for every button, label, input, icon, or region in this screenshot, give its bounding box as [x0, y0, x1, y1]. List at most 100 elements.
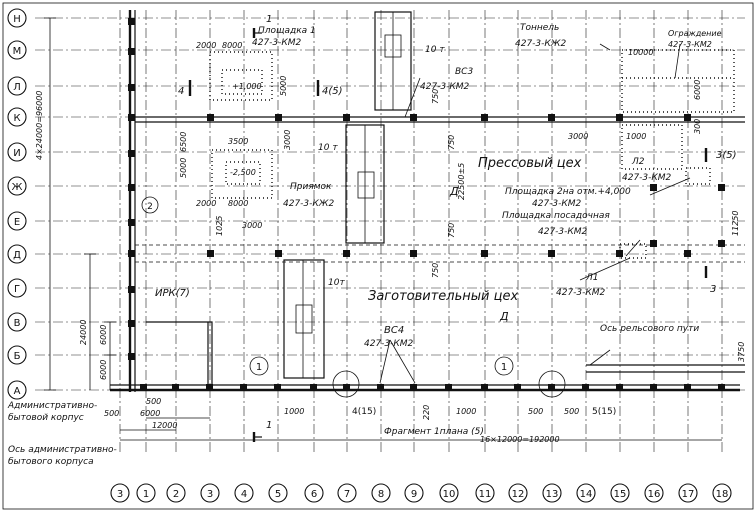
dimension-label: 1000	[456, 407, 476, 416]
node-marker: 1	[256, 362, 262, 373]
zone-label: Д	[449, 185, 459, 198]
blank-shop-label: Заготовительный цех	[368, 289, 518, 304]
elevation-label: +1,000	[232, 82, 262, 91]
platform2-label: Площадка 2на отм.+4,000	[505, 187, 631, 197]
node-markers: 1 1 2 4(15) 5(15)	[141, 196, 616, 417]
section-marker: 3(5)	[716, 150, 737, 161]
crane-label: 10 т	[318, 143, 338, 153]
column-axis-label: 14	[580, 489, 593, 500]
press-shop-label: Прессовый цех	[478, 156, 582, 171]
column-axis-label: 3	[207, 489, 213, 500]
section-marker: 4(5)	[322, 86, 343, 97]
dimension-bottom-500: 500	[104, 409, 119, 418]
platform1-label: Площадка 1	[258, 26, 316, 36]
column-axis-label: 12	[512, 489, 525, 500]
dimension-label: 3000	[283, 130, 292, 150]
dimension-label: 3500	[228, 137, 248, 146]
dimension-label: 500	[528, 407, 543, 416]
section-marker: 3	[710, 284, 716, 295]
fragment-label: Фрагмент 1плана (5)	[384, 427, 484, 437]
dimension-label: 2000	[196, 199, 216, 208]
row-axis-labels: Н М Л К И Ж Е Д Г В Б А	[12, 14, 23, 397]
dimension-label: 10000	[628, 48, 653, 57]
axis-bubble-row-g	[7, 278, 27, 298]
column-axis-label: 13	[546, 489, 559, 500]
dimension-label: 3750	[737, 342, 746, 362]
axis-bubble-row-l	[7, 76, 27, 96]
dimension-bottom-500: 500	[146, 397, 161, 406]
axis-bubble-row-v	[7, 312, 27, 332]
column-axis-label: 9	[411, 489, 417, 500]
admin-building-line: Административно-	[7, 401, 97, 411]
l2-ref: 427-3-КМ2	[622, 173, 672, 183]
tunnel-ref: 427-3-КЖ2	[515, 39, 566, 49]
building-walls	[110, 10, 745, 392]
dimension-label: 1025	[215, 216, 224, 236]
vs4-ref: 427-3-КМ2	[364, 339, 414, 349]
dimension-label: 22500±5	[457, 163, 466, 200]
dimension-left-total: 4×24000=96000	[35, 91, 44, 160]
dimension-label: 750	[431, 263, 440, 278]
dimension-label: 750	[431, 89, 440, 104]
platform-1-outline	[209, 51, 273, 101]
crane-10t-bottom	[283, 259, 325, 379]
axis-bubble-row-i	[7, 142, 27, 162]
l2-label: Л2	[631, 157, 645, 167]
dimension-left-24000: 24000	[79, 320, 88, 345]
row-axis-label: Н	[13, 14, 21, 25]
zone-label: Д	[499, 310, 509, 323]
column-axis-label: 8	[378, 489, 384, 500]
crane-10t-middle	[345, 124, 385, 244]
dimension-left-6000: 6000	[99, 360, 108, 380]
leader-lines	[379, 43, 691, 384]
column-axis-labels: 3 1 2 3 4 5 6 7 8 9 10 11 12 13 14 15 16…	[117, 489, 729, 500]
plan-labels: Площадка 1 427-3-КМ2 Тоннель 427-3-КЖ2 О…	[7, 23, 722, 467]
section-marker: 1	[266, 14, 272, 25]
callout-marker: 5(15)	[592, 407, 616, 417]
irk-outline	[146, 321, 213, 384]
row-axis-label: Д	[13, 250, 21, 261]
elevation-label: -2,500	[230, 168, 256, 177]
node-callout-circles	[332, 370, 566, 398]
section-marker: 4	[178, 86, 184, 97]
column-grid-lines	[119, 10, 723, 452]
l1-ref: 427-3-КМ2	[556, 288, 606, 298]
dimension-bottom-6000: 6000	[140, 409, 160, 418]
column-axis-label: 7	[344, 489, 350, 500]
landing-platform-hatch	[619, 239, 647, 259]
dimension-label: 5000	[279, 76, 288, 96]
axis-bubble-row-m	[7, 40, 27, 60]
row-axis-label: А	[14, 386, 21, 397]
axis-bubble-row-k	[7, 107, 27, 127]
row-axis-bubbles	[7, 8, 27, 400]
pit-outline	[211, 149, 273, 199]
row-axis-label: Л	[13, 82, 21, 93]
dimension-label: 220	[422, 405, 431, 420]
vs3-label: ВС3	[455, 67, 473, 77]
dimension-bottom-total: 16×12000=192000	[480, 435, 560, 444]
vs3-ref: 427-3-КМ2	[420, 82, 470, 92]
column-axis-label: 11	[479, 489, 492, 500]
column-axis-label: 10	[443, 489, 456, 500]
dimension-label: 6500	[179, 132, 188, 152]
columns-rows-k-d	[128, 18, 725, 360]
dimension-label: 300	[693, 119, 702, 134]
dimension-label: 750	[447, 135, 456, 150]
column-axis-label: 3	[117, 489, 123, 500]
axis-bubble-row-d	[7, 244, 27, 264]
column-axis-label: 5	[275, 489, 281, 500]
pit-ref: 427-3-КЖ2	[283, 199, 334, 209]
admin-axis-line: Ось административно-	[8, 445, 117, 455]
platform1-ref: 427-3-КМ2	[252, 38, 302, 48]
irk-label: ИРК(7)	[155, 288, 190, 299]
node-marker: 2	[147, 202, 153, 212]
row-axis-label: Ж	[12, 182, 23, 193]
crane-10t-top	[374, 11, 412, 111]
l1-label: Л1	[585, 273, 599, 283]
admin-building-label: Административно-бытовой корпус	[7, 401, 97, 423]
row-axis-label: Г	[14, 284, 20, 295]
bottom-dimension-lines	[120, 417, 722, 441]
row-axis-label: К	[13, 113, 20, 124]
column-axis-label: 1	[143, 489, 149, 500]
